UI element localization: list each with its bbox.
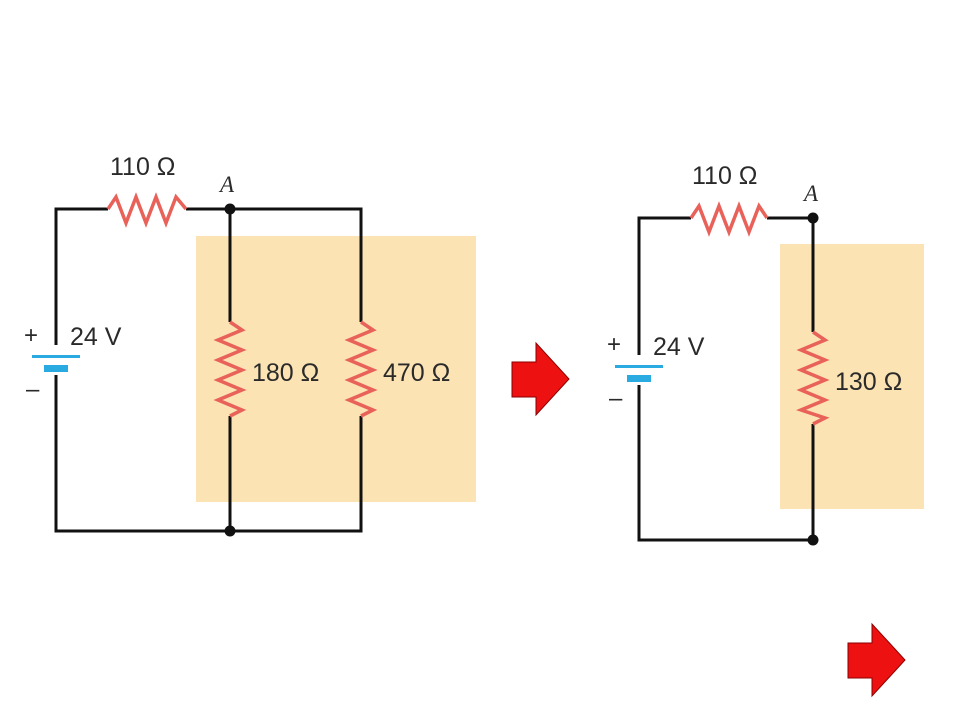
left-battery-icon: [32, 345, 80, 372]
left-bottom-node-dot: [224, 525, 236, 537]
left-node-a-label: A: [218, 172, 235, 197]
right-node-a-label: A: [802, 181, 819, 206]
equivalent-highlight-box: [780, 244, 924, 509]
right-wire-bottom: [637, 385, 815, 542]
left-wire-top-right: [186, 207, 363, 322]
left-battery-plus-label: +: [24, 322, 38, 349]
right-battery-minus-label: –: [609, 385, 623, 412]
right-series-resistor-icon: [689, 201, 769, 237]
left-wire-bottom: [54, 375, 363, 533]
right-battery-plus-label: +: [607, 331, 621, 358]
right-equivalent-resistor-icon: [796, 330, 830, 426]
left-node-a-dot: [224, 203, 236, 215]
left-wire-top-left: [54, 207, 108, 345]
left-series-resistor-label: 110 Ω: [110, 153, 176, 181]
left-circuit: 110 Ω A 24 V + – 180 Ω 470 Ω: [24, 153, 476, 537]
left-parallel-resistor-1-label: 180 Ω: [252, 359, 319, 387]
right-battery-icon: [615, 355, 663, 382]
left-battery-minus-label: –: [26, 376, 40, 403]
left-battery-voltage-label: 24 V: [70, 323, 122, 351]
right-node-a-dot: [807, 212, 819, 224]
left-parallel-resistor-2-icon: [344, 320, 378, 418]
right-arrow-icon: [511, 341, 570, 417]
next-slide-arrow-icon[interactable]: [847, 622, 906, 698]
right-equivalent-resistor-label: 130 Ω: [835, 368, 902, 396]
right-circuit: 110 Ω A 24 V + – 130 Ω: [607, 162, 924, 546]
right-wire-top-left: [637, 216, 691, 355]
right-battery-voltage-label: 24 V: [653, 333, 705, 361]
left-parallel-resistor-2-label: 470 Ω: [383, 359, 450, 387]
right-series-resistor-label: 110 Ω: [692, 162, 758, 190]
left-series-resistor-icon: [106, 192, 188, 228]
right-bottom-node-dot: [807, 534, 819, 546]
left-parallel-resistor-1-icon: [213, 320, 247, 418]
